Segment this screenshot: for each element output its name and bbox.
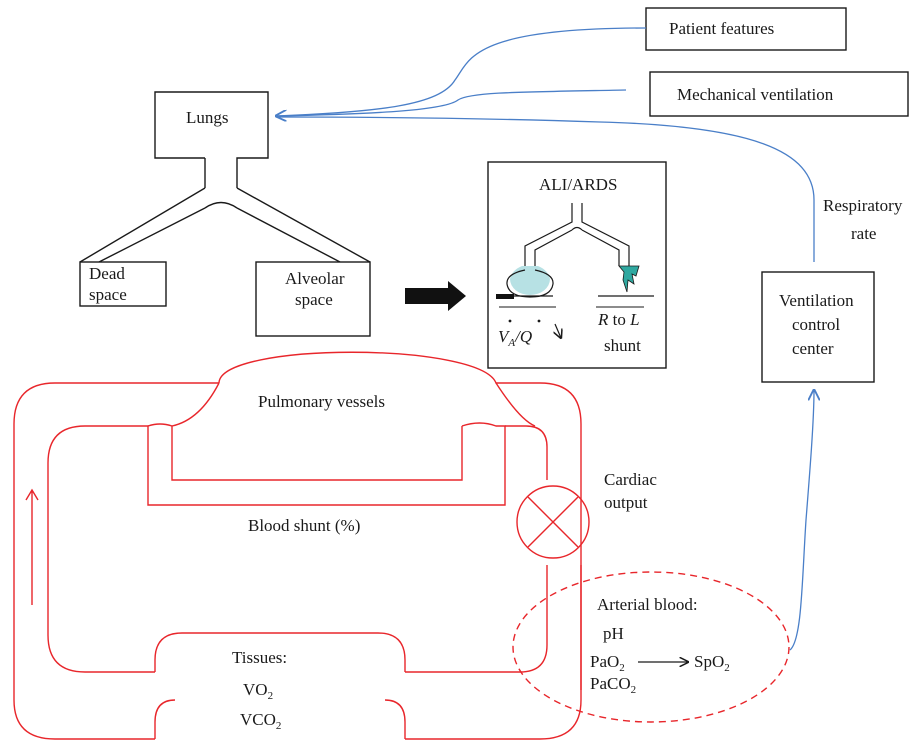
spo2-label: SpO2 <box>694 652 730 674</box>
cardiac-valve-icon <box>516 485 590 559</box>
alveolar-label-1: Alveolar <box>285 269 345 288</box>
patient-features-box <box>645 7 847 51</box>
vco2-label: VCO2 <box>240 710 281 732</box>
dead-space-label-1: Dead <box>89 264 125 283</box>
patient-features-label: Patient features <box>669 19 774 38</box>
dead-space-label-2: space <box>89 285 127 304</box>
arrow-ventilation-to-lungs <box>275 89 627 117</box>
ph-label: pH <box>603 624 624 643</box>
control-center-label-2: control <box>792 315 840 334</box>
dead-space-box <box>79 261 167 307</box>
arrow-resprate-to-lungs <box>275 116 815 262</box>
flask-outline-icon <box>506 269 554 298</box>
vo2-label: VO2 <box>243 680 273 702</box>
va-dot-icon <box>508 319 512 323</box>
q-dot-icon <box>537 319 541 323</box>
shunt-fluid-icon <box>618 265 640 293</box>
arrow-arterial-to-control <box>789 390 814 651</box>
pulmonary-vessels-label: Pulmonary vessels <box>258 392 385 411</box>
va-q-label: VA/Q <box>498 327 532 349</box>
shunt-word-label: shunt <box>604 336 641 355</box>
control-center-label-3: center <box>792 339 834 358</box>
flask-base-icon <box>496 294 514 299</box>
ards-title: ALI/ARDS <box>539 175 617 194</box>
blood-shunt-label: Blood shunt (%) <box>248 516 360 535</box>
arrow-patient-to-lungs <box>276 27 647 116</box>
alveolar-label-2: space <box>295 290 333 309</box>
arterial-blood-ellipse <box>512 571 790 723</box>
down-arrow-icon <box>555 323 561 338</box>
lungs-diagram <box>79 91 371 263</box>
alveolar-space-box <box>255 261 371 337</box>
resp-rate-label-1: Respiratory <box>823 196 903 215</box>
black-arrow-icon <box>405 281 466 311</box>
mechanical-ventilation-label: Mechanical ventilation <box>677 85 834 104</box>
pao2-label: PaO2 <box>590 652 625 674</box>
circulation-loop <box>13 351 582 740</box>
tissues-box <box>154 632 406 739</box>
up-arrow-icon <box>25 488 39 605</box>
paco2-label: PaCO2 <box>590 674 636 696</box>
tissues-label: Tissues: <box>232 648 287 667</box>
resp-rate-label-2: rate <box>851 224 876 243</box>
control-center-box <box>761 271 875 383</box>
arterial-blood-title: Arterial blood: <box>597 595 698 614</box>
flask-fluid-icon <box>510 266 550 295</box>
ards-box <box>487 161 667 369</box>
control-center-label-1: Ventilation <box>779 291 854 310</box>
lungs-label: Lungs <box>186 108 229 127</box>
shunt-label: R to L <box>597 310 640 329</box>
cardiac-output-label-2: output <box>604 493 648 512</box>
cardiac-output-label-1: Cardiac <box>604 470 657 489</box>
mechanical-ventilation-box <box>649 71 909 117</box>
